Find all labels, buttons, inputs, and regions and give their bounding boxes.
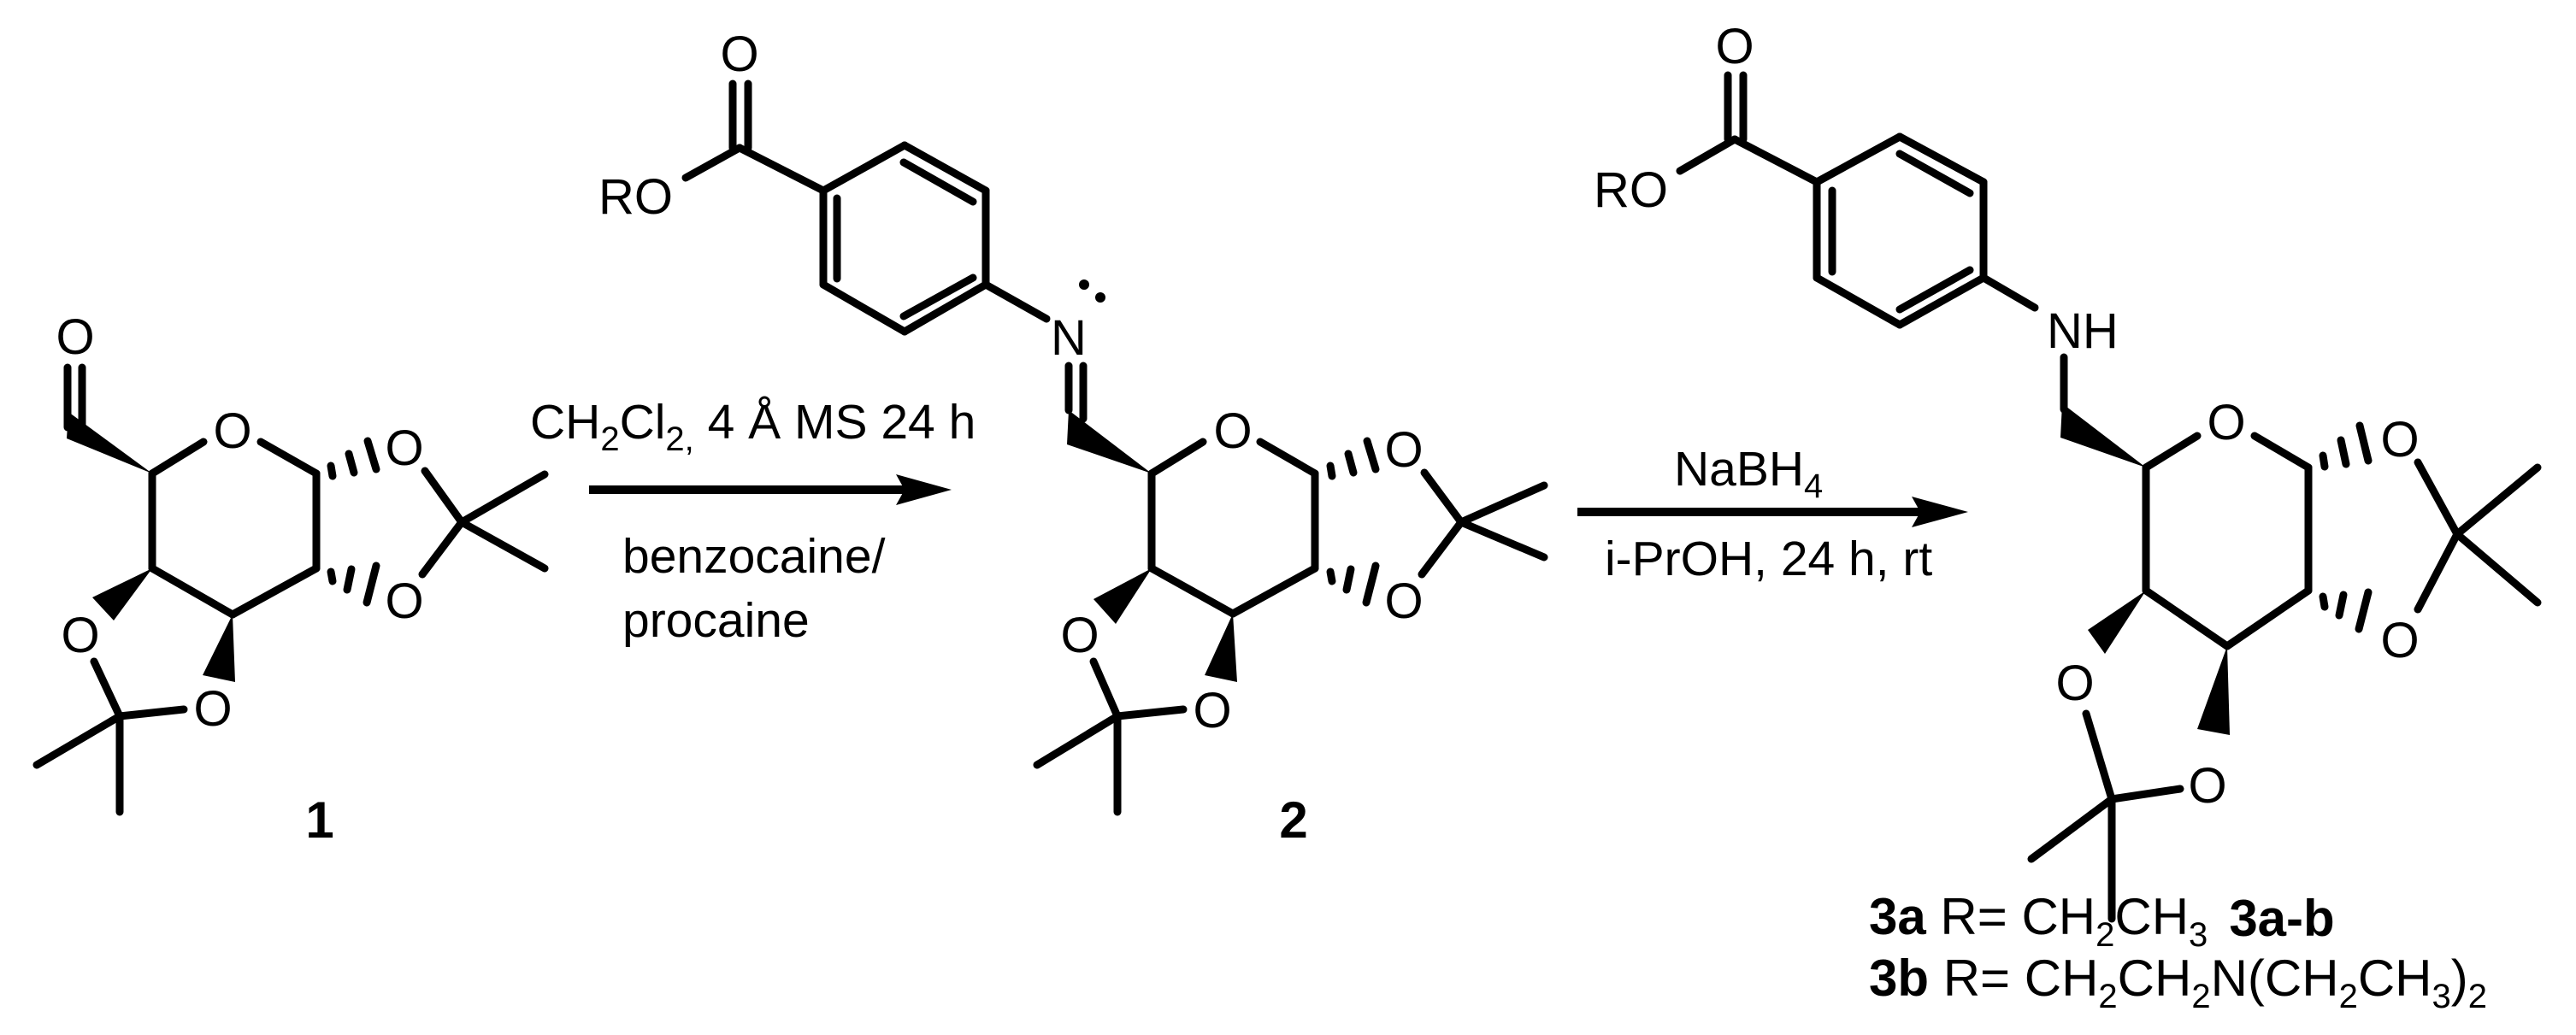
wedge-bond (2197, 646, 2230, 735)
wedge-bond (67, 412, 152, 473)
aldehyde-oxygen: O (56, 309, 94, 365)
ring-oxygen: O (213, 403, 251, 459)
amine-nh: NH (2047, 303, 2119, 359)
compound-1: O O O O O O 1 (32, 309, 549, 849)
acetonide-oxygen: O (2055, 656, 2094, 711)
compound-label-2: 2 (1279, 791, 1307, 849)
arrowhead-icon (1912, 497, 1968, 527)
compound-label-3a-b: 3a-b (2229, 890, 2334, 947)
acetonide-oxygen: O (385, 573, 423, 629)
legend-3b: 3b R= CH2CH2N(CH2CH3)2 (1869, 950, 2487, 1015)
reaction-step-1: CH2Cl2, 4 Å MS 24 h benzocaine/ procaine (530, 395, 976, 648)
carbonyl-oxygen: O (720, 26, 758, 82)
imine-nitrogen: N (1051, 310, 1087, 366)
wedge-bond (92, 568, 152, 620)
r-group-legend: 3a R= CH2CH3 3b R= CH2CH2N(CH2CH3)2 (1869, 888, 2487, 1015)
ring-oxygen: O (2207, 395, 2245, 450)
carbonyl-oxygen: O (1715, 19, 1754, 74)
ring-oxygen: O (1213, 403, 1252, 459)
ester-ro: RO (1594, 162, 1668, 218)
ester-ro: RO (598, 169, 673, 225)
compound-label-1: 1 (305, 791, 333, 849)
acetonide-oxygen: O (1384, 422, 1423, 478)
hashed-bond (1326, 437, 1380, 607)
lone-pair-dot (1095, 292, 1105, 303)
wedge-bond (2060, 403, 2146, 468)
acetonide-oxygen: O (385, 420, 423, 476)
acetonide-oxygen: O (1384, 573, 1423, 629)
hashed-bond (327, 437, 380, 607)
step2-conditions-above: NaBH4 (1674, 442, 1823, 505)
wedge-bond (1093, 568, 1152, 624)
lone-pair-dot (1079, 279, 1089, 290)
acetonide-oxygen: O (2188, 758, 2226, 814)
legend-3a: 3a R= CH2CH3 (1869, 888, 2208, 954)
compound-3: O O O O O 3a-b (2027, 353, 2542, 947)
acetonide-oxygen: O (2380, 613, 2419, 668)
hashed-bond (2319, 421, 2373, 633)
step1-conditions-above: CH2Cl2, 4 Å MS 24 h (530, 395, 976, 458)
benzoate-ring-3: O RO NH (1594, 19, 2119, 359)
benzoate-ring-2: O RO (598, 26, 990, 336)
wedge-bond (1067, 410, 1152, 473)
reaction-step-2: NaBH4 i-PrOH, 24 h, rt (1577, 442, 1968, 586)
step1-conditions-below: benzocaine/ (622, 529, 886, 584)
acetonide-oxygen: O (1193, 683, 1231, 738)
wedge-bond (2088, 591, 2146, 654)
wedge-bond (203, 615, 235, 682)
acetonide-oxygen: O (2380, 412, 2419, 468)
acetonide-oxygen: O (193, 681, 232, 737)
wedge-bond (1205, 614, 1237, 682)
compound-2: O O O O O N 2 (981, 279, 1548, 849)
acetonide-oxygen: O (61, 608, 99, 663)
step2-conditions-below: i-PrOH, 24 h, rt (1605, 532, 1932, 586)
acetonide-oxygen: O (1060, 608, 1099, 663)
step1-conditions-below: procaine (622, 593, 810, 648)
arrowhead-icon (896, 474, 952, 505)
